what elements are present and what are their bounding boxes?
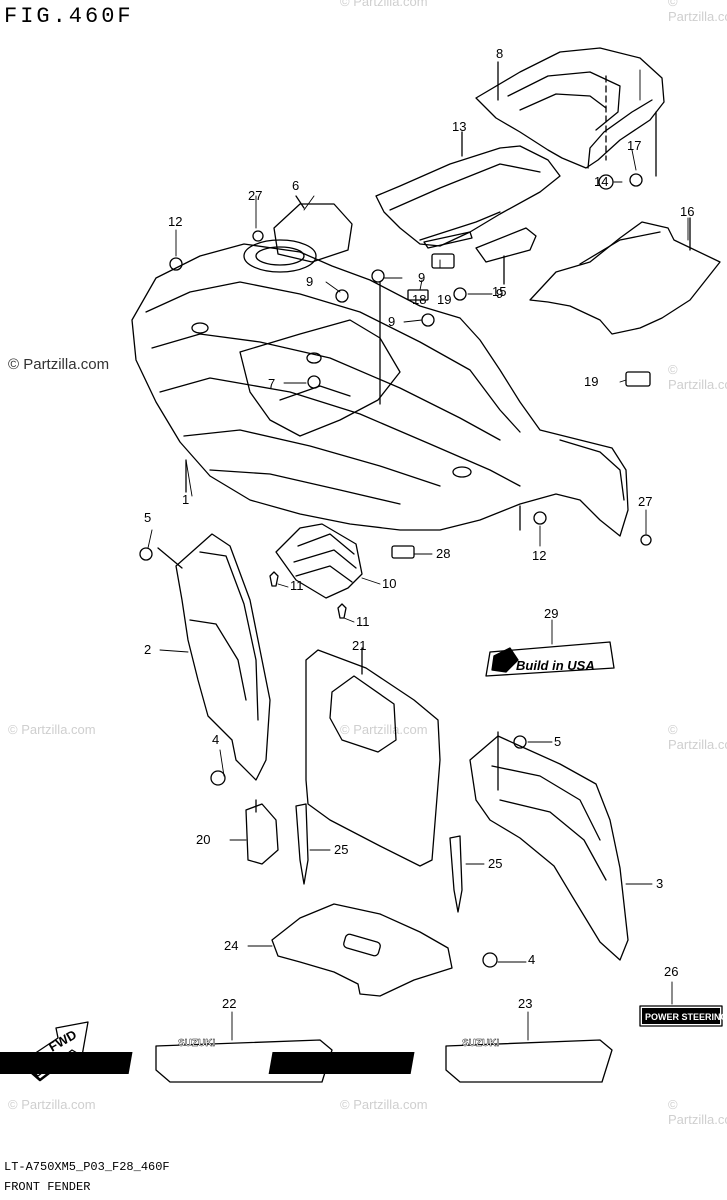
callout-20: 20 (196, 832, 210, 847)
watermark: © Partzilla.com (668, 362, 727, 392)
callout-16: 16 (680, 204, 694, 219)
decal-build-in-usa-text: Build in USA (516, 658, 595, 673)
figure-title: FIG.460F (4, 4, 134, 29)
callout-25: 25 (488, 856, 502, 871)
callout-27: 27 (248, 188, 262, 203)
callout-29: 29 (544, 606, 558, 621)
callout-26: 26 (664, 964, 678, 979)
callout-3: 3 (656, 876, 663, 891)
watermark: © Partzilla.com (668, 0, 727, 24)
part-8-top-cover[interactable] (475, 47, 665, 177)
part-1-front-fender[interactable] (131, 239, 629, 537)
callout-10: 10 (382, 576, 396, 591)
callout-12: 12 (168, 214, 182, 229)
callout-5: 5 (554, 734, 561, 749)
part-13-bracket[interactable] (375, 131, 561, 249)
callout-9: 9 (388, 314, 395, 329)
callout-11: 11 (356, 614, 370, 629)
callout-17: 17 (627, 138, 641, 153)
decal-29-build-in-usa[interactable]: Build in USA (485, 641, 615, 677)
callout-1: 1 (182, 492, 189, 507)
decal-model-text: 750AXi (536, 1073, 563, 1082)
fasteners (139, 173, 652, 968)
decal-kingquad-text: KINGQUAD (172, 1054, 276, 1075)
watermark: © Partzilla.com (668, 722, 727, 752)
callout-12: 12 (532, 548, 546, 563)
figure-name: FRONT FENDER (4, 1180, 91, 1194)
watermark: © Partzilla.com (668, 1097, 727, 1127)
callout-24: 24 (224, 938, 238, 953)
decal-power-steering-text: POWER STEERING (645, 1012, 727, 1022)
decal-23-kingquad[interactable]: SUZUKI KINGQUAD 750AXi (268, 1038, 613, 1083)
part-20[interactable] (245, 803, 279, 865)
watermark: © Partzilla.com (340, 1097, 428, 1112)
callout-13: 13 (452, 119, 466, 134)
watermark: © Partzilla.com (8, 356, 110, 373)
part-25-cable-tie[interactable] (295, 803, 309, 885)
decal-suzuki-text: SUZUKI (178, 1038, 215, 1049)
callout-5: 5 (144, 510, 151, 525)
watermark: © Partzilla.com (340, 0, 428, 9)
callout-7: 7 (268, 376, 275, 391)
callout-22: 22 (222, 996, 236, 1011)
part-3-right-guard[interactable] (469, 731, 629, 961)
callout-19: 19 (437, 292, 451, 307)
callout-15: 15 (492, 284, 506, 299)
callout-19: 19 (584, 374, 598, 389)
decal-26-power-steering[interactable]: POWER STEERING (639, 1005, 727, 1027)
callout-23: 23 (518, 996, 532, 1011)
callout-28: 28 (436, 546, 450, 561)
part-25-cable-tie[interactable] (449, 835, 463, 913)
decal-model-text: 750AXi (254, 1073, 281, 1082)
part-15[interactable] (475, 227, 537, 263)
part-16-liner[interactable] (529, 217, 721, 335)
part-10-grille[interactable] (275, 523, 363, 599)
callout-18: 18 (412, 292, 426, 307)
leader-lines (147, 69, 689, 1041)
callout-9: 9 (418, 270, 425, 285)
figure-code: LT-A750XM5_P03_F28_460F (4, 1160, 170, 1174)
decal-suzuki-text: SUZUKI (462, 1038, 499, 1049)
callout-2: 2 (144, 642, 151, 657)
callout-9: 9 (306, 274, 313, 289)
watermark: © Partzilla.com (340, 722, 428, 737)
callout-4: 4 (212, 732, 219, 747)
callout-8: 8 (496, 46, 503, 61)
callout-numbers: 8 13 17 14 6 27 12 16 9 9 18 19 15 9 9 1… (144, 46, 694, 1011)
part-6[interactable] (273, 195, 353, 263)
callout-21: 21 (352, 638, 366, 653)
callout-27: 27 (638, 494, 652, 509)
callout-9: 9 (496, 286, 503, 301)
part-24-skid-plate[interactable] (271, 903, 453, 997)
decal-kingquad-text: KINGQUAD (456, 1054, 560, 1075)
callout-25: 25 (334, 842, 348, 857)
callout-6: 6 (292, 178, 299, 193)
watermark: © Partzilla.com (8, 722, 96, 737)
callout-4: 4 (528, 952, 535, 967)
callout-11: 11 (290, 578, 304, 593)
watermark: © Partzilla.com (8, 1097, 96, 1112)
callout-14: 14 (594, 174, 608, 189)
part-2-left-guard[interactable] (157, 533, 271, 781)
part-21-panel[interactable] (305, 647, 441, 867)
